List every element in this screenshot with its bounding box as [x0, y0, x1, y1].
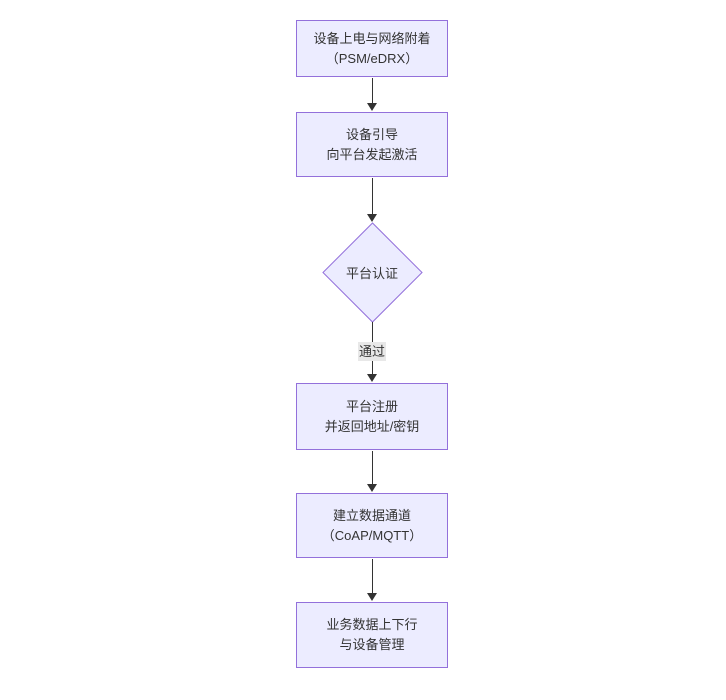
node-bootstrap-line1: 设备引导	[345, 126, 398, 142]
node-register: 平台注册 并返回地址/密钥	[296, 383, 448, 450]
arrow-down-icon	[367, 593, 377, 601]
node-bootstrap-line2: 向平台发起激活	[326, 146, 418, 162]
node-channel-line1: 建立数据通道	[332, 507, 411, 523]
arrow-down-icon	[367, 103, 377, 111]
node-auth-label: 平台认证	[345, 266, 398, 281]
node-business-line2: 与设备管理	[339, 637, 405, 652]
node-business: 业务数据上下行 与设备管理	[296, 602, 448, 668]
node-power-attach: 设备上电与网络附着 （PSM/eDRX）	[296, 20, 448, 77]
node-business-line1: 业务数据上下行	[326, 617, 418, 632]
edge-channel-to-business	[372, 559, 373, 593]
arrow-down-icon	[367, 374, 377, 382]
node-channel: 建立数据通道 （CoAP/MQTT）	[296, 493, 448, 558]
arrow-down-icon	[367, 214, 377, 222]
node-auth: 平台认证	[322, 222, 423, 323]
node-power-attach-line2: （PSM/eDRX）	[325, 50, 419, 66]
arrow-down-icon	[367, 484, 377, 492]
node-register-line1: 平台注册	[345, 398, 398, 414]
edge-power-to-bootstrap	[372, 78, 373, 103]
node-power-attach-line1: 设备上电与网络附着	[313, 30, 431, 46]
edge-label-pass: 通过	[357, 342, 387, 361]
edge-register-to-channel	[372, 451, 373, 484]
node-register-line2: 并返回地址/密钥	[324, 418, 420, 434]
node-bootstrap: 设备引导 向平台发起激活	[296, 112, 448, 177]
edge-bootstrap-to-auth	[372, 178, 373, 214]
node-channel-line2: （CoAP/MQTT）	[321, 527, 423, 543]
